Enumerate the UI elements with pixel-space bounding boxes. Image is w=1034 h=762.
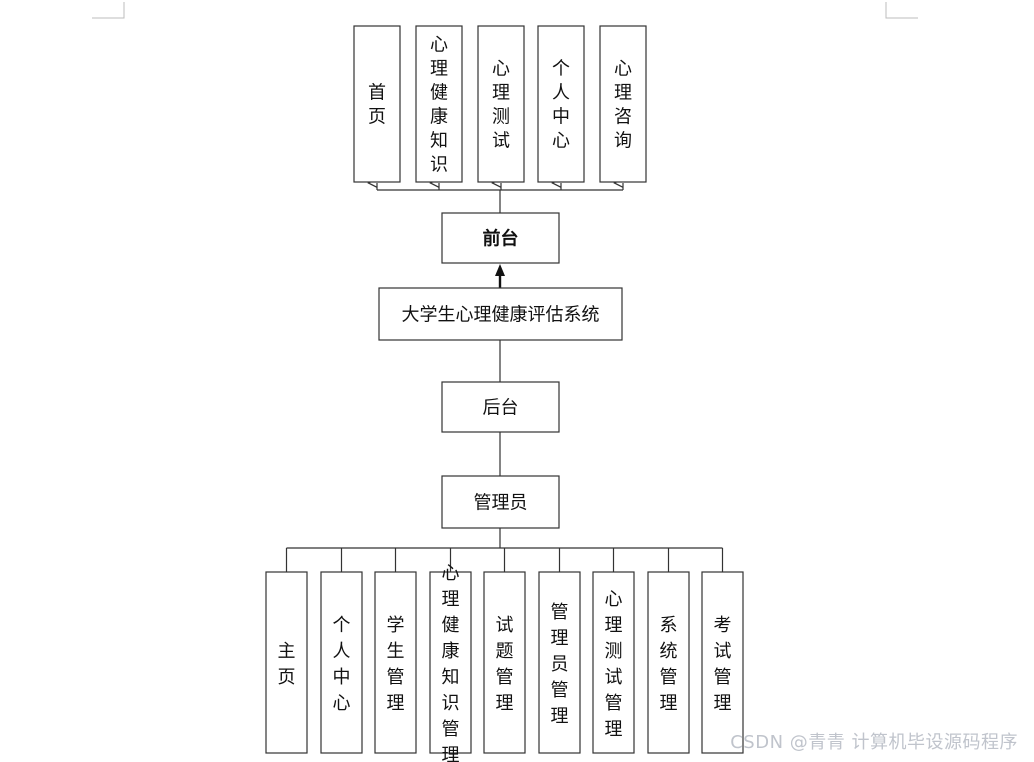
admin-module-6-label: 心理测试管理 [605, 589, 623, 740]
admin-role-node-label: 管理员 [474, 492, 528, 513]
admin-module-0-label: 主页 [278, 641, 296, 688]
connector-lines [285, 183, 724, 572]
admin-module-3-label: 心理健康知识管理 [442, 563, 460, 762]
frontend-module-3: 个人中心 [537, 25, 585, 183]
frontend-module-4-label: 心理咨询 [614, 59, 632, 152]
watermark: CSDN @青青 计算机毕设源码程序 [730, 732, 1018, 753]
frontend-node: 前台 [441, 212, 560, 264]
admin-module-2-label: 学生管理 [387, 615, 405, 714]
frontend-module-0: 首页 [353, 25, 401, 183]
admin-module-3: 心理健康知识管理 [429, 563, 472, 762]
root-system-node: 大学生心理健康评估系统 [378, 287, 623, 341]
root-to-frontend-arrowhead [495, 264, 505, 276]
frontend-module-2: 心理测试 [477, 25, 525, 183]
backend-node: 后台 [441, 381, 560, 433]
admin-module-1-label: 个人中心 [333, 615, 351, 714]
frontend-module-3-label: 个人中心 [552, 59, 570, 152]
page-corner-mark-left [92, 2, 125, 19]
admin-module-0: 主页 [265, 571, 308, 754]
admin-role-node: 管理员 [441, 475, 560, 529]
frontend-module-0-label: 首页 [368, 83, 386, 128]
admin-module-1: 个人中心 [320, 571, 363, 754]
admin-module-7: 系统管理 [647, 571, 690, 754]
frontend-module-4: 心理咨询 [599, 25, 647, 183]
admin-module-6: 心理测试管理 [592, 571, 635, 754]
admin-module-7-label: 系统管理 [660, 615, 678, 714]
diagram-nodes: 前台大学生心理健康评估系统后台管理员首页心理健康知识心理测试个人中心心理咨询主页… [265, 25, 744, 762]
admin-module-8: 考试管理 [701, 571, 744, 754]
frontend-module-2-label: 心理测试 [492, 59, 510, 152]
admin-module-2: 学生管理 [374, 571, 417, 754]
root-system-node-label: 大学生心理健康评估系统 [402, 304, 600, 325]
admin-module-5-label: 管理员管理 [551, 602, 569, 727]
page-corner-mark-right [885, 2, 918, 19]
admin-module-4-label: 试题管理 [496, 615, 514, 714]
backend-node-label: 后台 [483, 397, 519, 418]
admin-module-5: 管理员管理 [538, 571, 581, 754]
frontend-module-1: 心理健康知识 [415, 25, 463, 183]
frontend-node-label: 前台 [483, 227, 519, 249]
frontend-module-1-label: 心理健康知识 [430, 35, 448, 176]
admin-module-4: 试题管理 [483, 571, 526, 754]
admin-module-8-label: 考试管理 [714, 615, 732, 714]
